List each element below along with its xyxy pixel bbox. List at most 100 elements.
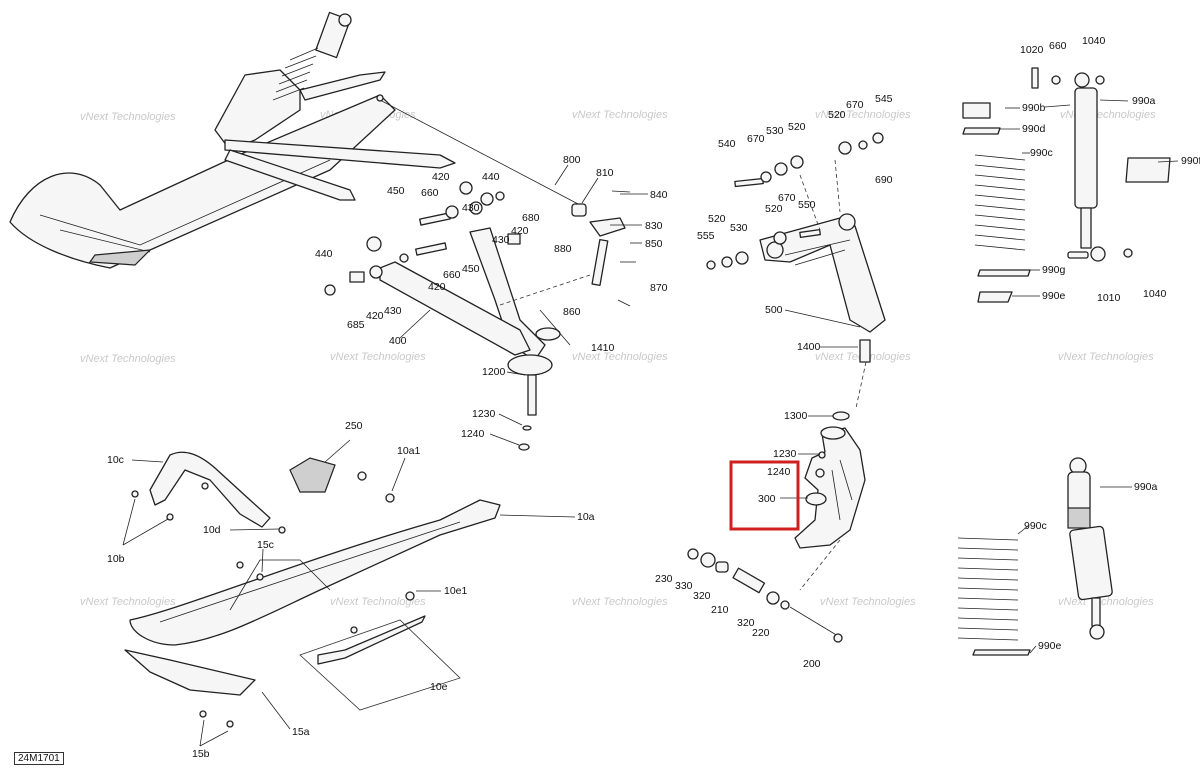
callout-990e: 990e <box>1042 290 1066 302</box>
callout-545: 545 <box>875 93 893 105</box>
callout-320: 320 <box>693 590 711 602</box>
callout-1040: 1040 <box>1143 288 1167 300</box>
callout-530: 530 <box>766 125 784 137</box>
callout-990e: 990e <box>1038 640 1062 652</box>
callout-10e1: 10e1 <box>444 585 468 597</box>
callout-430: 430 <box>384 305 402 317</box>
leader-lines <box>122 99 1179 747</box>
callout-440: 440 <box>315 248 333 260</box>
callout-440: 440 <box>482 171 500 183</box>
frame-ski-assembly <box>9 11 581 269</box>
callout-1020: 1020 <box>1020 44 1044 56</box>
callout-660: 660 <box>443 269 461 281</box>
callout-990a: 990a <box>1132 95 1156 107</box>
watermark-text: vNext Technologies <box>1058 351 1154 363</box>
callout-840: 840 <box>650 189 668 201</box>
callout-10a: 10a <box>577 511 595 523</box>
callout-520: 520 <box>828 109 846 121</box>
ski-bolts <box>131 471 415 728</box>
callout-810: 810 <box>596 167 614 179</box>
spindle-hardware <box>687 548 843 643</box>
callout-1040: 1040 <box>1082 35 1106 47</box>
callout-10e: 10e <box>430 681 448 693</box>
stabilizer-link <box>571 190 636 307</box>
highlight-box-300 <box>729 460 800 531</box>
callout-420: 420 <box>511 225 529 237</box>
callout-990c: 990c <box>1030 147 1053 159</box>
ski-assembly <box>124 451 501 728</box>
callout-210: 210 <box>711 604 729 616</box>
callout-685: 685 <box>347 319 365 331</box>
callout-870: 870 <box>650 282 668 294</box>
callout-670: 670 <box>846 99 864 111</box>
callout-800: 800 <box>563 154 581 166</box>
callout-320: 320 <box>737 617 755 629</box>
spindle-assembly <box>794 426 866 591</box>
bolt-hardware-set <box>324 181 521 296</box>
callout-430: 430 <box>462 202 480 214</box>
callout-550: 550 <box>798 199 816 211</box>
callout-990b: 990b <box>1022 102 1046 114</box>
callout-530: 530 <box>730 222 748 234</box>
callout-880: 880 <box>554 243 572 255</box>
watermark-text: vNext Technologies <box>572 109 668 121</box>
callout-540: 540 <box>718 138 736 150</box>
callout-990c: 990c <box>1024 520 1047 532</box>
callout-670: 670 <box>778 192 796 204</box>
callout-420: 420 <box>366 310 384 322</box>
callout-250: 250 <box>345 420 363 432</box>
watermark-text: vNext Technologies <box>330 596 426 608</box>
callout-520: 520 <box>765 203 783 215</box>
callout-230: 230 <box>655 573 673 585</box>
callout-10d: 10d <box>203 524 221 536</box>
watermark-text: vNext Technologies <box>330 351 426 363</box>
callout-300: 300 <box>758 493 776 505</box>
watermark-text: vNext Technologies <box>80 353 176 365</box>
callout-1300: 1300 <box>784 410 808 422</box>
watermark-text: vNext Technologies <box>815 109 911 121</box>
figure-code: 24M1701 <box>14 752 64 765</box>
callout-430: 430 <box>492 234 510 246</box>
callout-420: 420 <box>428 281 446 293</box>
callout-200: 200 <box>803 658 821 670</box>
callout-450: 450 <box>387 185 405 197</box>
callout-990a: 990a <box>1134 481 1158 493</box>
callout-450: 450 <box>462 263 480 275</box>
callout-850: 850 <box>645 238 663 250</box>
shock-absorber <box>272 11 352 101</box>
callout-670: 670 <box>747 133 765 145</box>
callout-660: 660 <box>421 187 439 199</box>
callout-1230: 1230 <box>472 408 496 420</box>
callout-990d: 990d <box>1022 123 1046 135</box>
callout-10b: 10b <box>107 553 125 565</box>
callout-15c: 15c <box>257 539 274 551</box>
callout-990f: 990f <box>1181 155 1200 167</box>
upper-a-arm-assembly <box>706 132 886 421</box>
callout-15b: 15b <box>192 748 210 760</box>
callout-420: 420 <box>432 171 450 183</box>
callout-220: 220 <box>752 627 770 639</box>
callout-660: 660 <box>1049 40 1067 52</box>
callout-860: 860 <box>563 306 581 318</box>
watermark-text: vNext Technologies <box>1058 596 1154 608</box>
shock-assembled <box>957 457 1113 656</box>
callout-10c: 10c <box>107 454 124 466</box>
watermark-text: vNext Technologies <box>572 351 668 363</box>
callout-1410: 1410 <box>591 342 615 354</box>
callout-1240: 1240 <box>461 428 485 440</box>
watermark-text: vNext Technologies <box>80 111 176 123</box>
callout-520: 520 <box>788 121 806 133</box>
callout-520: 520 <box>708 213 726 225</box>
callout-1240: 1240 <box>767 466 791 478</box>
lower-a-arm-assembly <box>324 181 636 451</box>
coil-spring <box>974 154 1026 251</box>
callout-990g: 990g <box>1042 264 1066 276</box>
callout-15a: 15a <box>292 726 310 738</box>
callout-1400: 1400 <box>797 341 821 353</box>
callout-500: 500 <box>765 304 783 316</box>
callout-400: 400 <box>389 335 407 347</box>
callout-330: 330 <box>675 580 693 592</box>
callout-830: 830 <box>645 220 663 232</box>
callout-1010: 1010 <box>1097 292 1121 304</box>
